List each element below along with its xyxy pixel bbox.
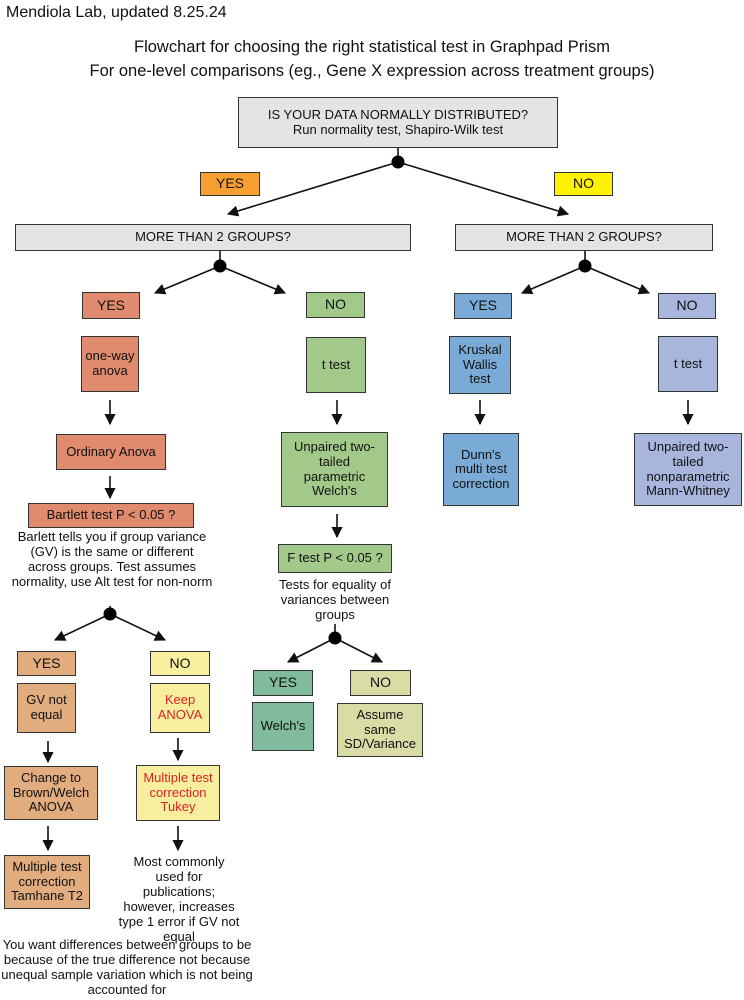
left-yes-label: YES	[82, 292, 140, 319]
left-no-label: NO	[306, 292, 365, 318]
right-yes-label: YES	[454, 293, 512, 319]
normality-subtitle: Run normality test, Shapiro-Wilk test	[292, 121, 504, 137]
title-line-1: Flowchart for choosing the right statist…	[134, 38, 610, 56]
footer-note: You want differences between groups to b…	[1, 937, 253, 997]
normal-yes-label: YES	[200, 172, 260, 196]
normality-question-box: IS YOUR DATA NORMALLY DISTRIBUTED? Run n…	[238, 97, 558, 148]
f-test-note: Tests for equality of variances between …	[279, 577, 391, 622]
mann-whitney-box: Unpaired two-tailed nonparametric Mann-W…	[634, 433, 742, 506]
right-groups-question: MORE THAN 2 GROUPS?	[455, 224, 713, 251]
same-variance-box: Assume same SD/Variance	[337, 703, 423, 757]
bartlett-no-label: NO	[150, 651, 210, 676]
brown-welch-box: Change to Brown/Welch ANOVA	[4, 766, 98, 820]
f-test-box: F test P < 0.05 ?	[278, 544, 392, 573]
bartlett-yes-label: YES	[17, 651, 76, 676]
bartlett-note: Barlett tells you if group variance (GV)…	[11, 529, 213, 589]
dunns-box: Dunn's multi test correction	[443, 433, 519, 506]
ordinary-anova-box: Ordinary Anova	[56, 434, 166, 470]
welch-parametric-box: Unpaired two-tailed parametric Welch's	[281, 432, 388, 507]
tamhane-box: Multiple test correction Tamhane T2	[4, 855, 90, 909]
t-test-box-right: t test	[658, 336, 718, 392]
tukey-note: Most commonly used for publications; how…	[118, 854, 240, 944]
title-line-2: For one-level comparisons (eg., Gene X e…	[89, 62, 655, 80]
gv-not-equal-box: GV not equal	[17, 683, 76, 733]
f-test-yes-label: YES	[253, 670, 313, 696]
normality-question: IS YOUR DATA NORMALLY DISTRIBUTED?	[267, 106, 529, 122]
bartlett-test-box: Bartlett test P < 0.05 ?	[28, 503, 194, 528]
t-test-box-left: t test	[306, 337, 366, 393]
lab-header: Mendiola Lab, updated 8.25.24	[6, 4, 227, 21]
normal-no-label: NO	[554, 172, 613, 196]
tukey-box: Multiple test correction Tukey	[136, 765, 220, 821]
kruskal-wallis-box: Kruskal Wallis test	[449, 336, 511, 394]
left-groups-question: MORE THAN 2 GROUPS?	[15, 224, 411, 251]
f-test-no-label: NO	[350, 670, 411, 696]
right-no-label: NO	[658, 293, 716, 319]
welchs-box: Welch's	[252, 702, 314, 751]
one-way-anova-box: one-way anova	[81, 336, 139, 392]
keep-anova-box: Keep ANOVA	[150, 683, 210, 733]
